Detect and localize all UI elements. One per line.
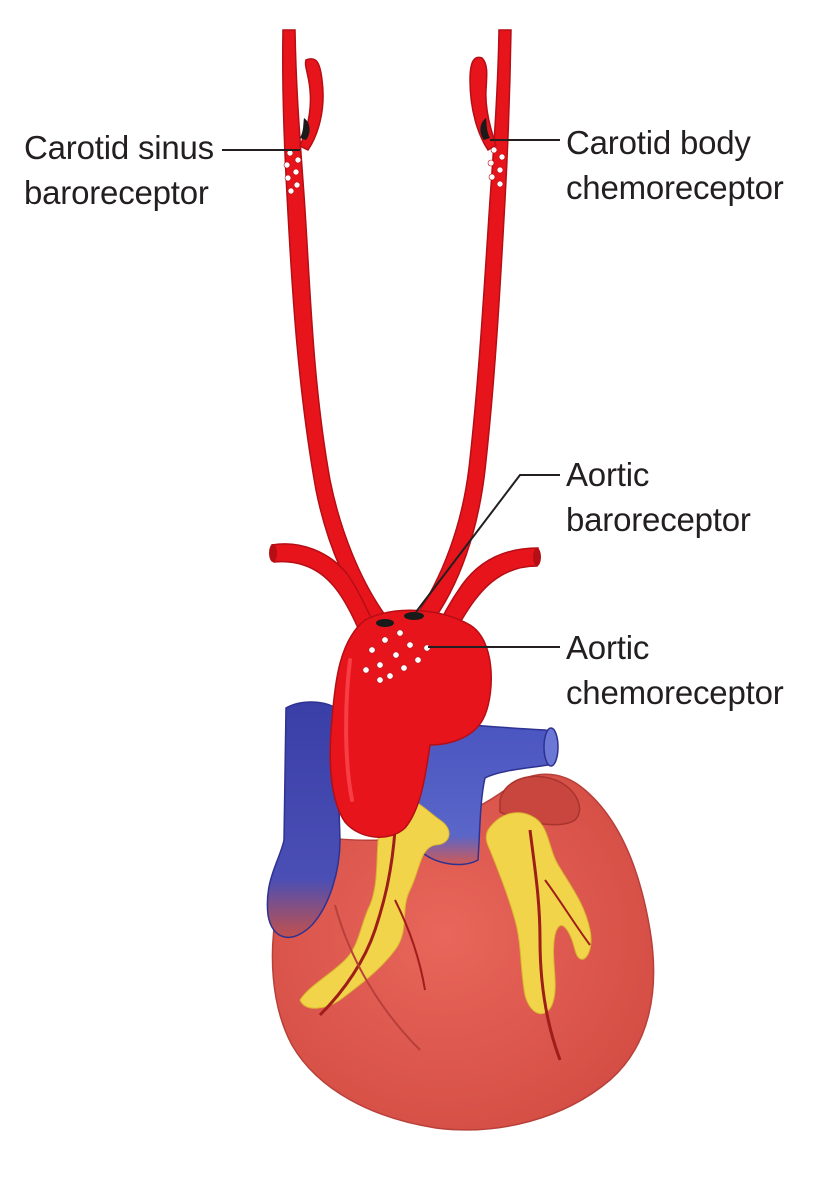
coronary-artery-right xyxy=(528,829,562,1061)
left-external-carotid xyxy=(299,58,324,151)
label-line: chemoreceptor xyxy=(566,674,784,711)
carotid-body-dots xyxy=(487,146,506,188)
arterial-tree xyxy=(269,29,541,838)
coronary-artery-left xyxy=(318,829,397,1017)
label-line: Carotid body xyxy=(566,124,751,161)
left-carotid-artery xyxy=(281,29,387,623)
right-external-carotid xyxy=(469,56,497,152)
aortic-baroreceptor-mark-1 xyxy=(376,619,394,627)
right-subclavian-opening xyxy=(533,548,541,566)
label-line: Aortic xyxy=(566,456,650,493)
aortic-chemoreceptor-dots xyxy=(362,629,431,684)
label-line: Aortic xyxy=(566,629,650,666)
heart xyxy=(266,701,655,1131)
carotid-sinus-baroreceptor-mark xyxy=(300,118,310,140)
aorta xyxy=(329,609,492,838)
leader-lines xyxy=(222,139,560,648)
label-line: Carotid sinus xyxy=(24,129,214,166)
superior-vena-cava xyxy=(266,701,341,939)
coronary-artery-branch xyxy=(394,899,426,991)
label-aortic-chemoreceptor: Aortic chemoreceptor xyxy=(566,625,784,715)
label-line: chemoreceptor xyxy=(566,169,784,206)
aortic-baroreceptor-mark-2 xyxy=(404,612,424,620)
receptors xyxy=(283,118,506,684)
carotid-body-chemoreceptor-mark xyxy=(480,118,490,140)
label-line: baroreceptor xyxy=(24,174,209,211)
label-carotid-sinus-baroreceptor: Carotid sinus baroreceptor xyxy=(24,125,214,215)
leader-aortic-baroreceptor xyxy=(415,474,560,613)
aorta-highlight xyxy=(344,658,354,802)
label-carotid-body-chemoreceptor: Carotid body chemoreceptor xyxy=(566,120,784,210)
left-subclavian-opening xyxy=(269,544,277,562)
coronary-fat-left xyxy=(299,796,450,1009)
carotid-sinus-dots xyxy=(283,149,302,195)
right-carotid-artery xyxy=(414,29,512,627)
coronary-artery-right-branch xyxy=(544,879,591,946)
pulmonary-opening xyxy=(543,727,559,767)
label-aortic-baroreceptor: Aortic baroreceptor xyxy=(566,452,751,542)
label-line: baroreceptor xyxy=(566,501,751,538)
heart-groove xyxy=(334,904,421,1051)
